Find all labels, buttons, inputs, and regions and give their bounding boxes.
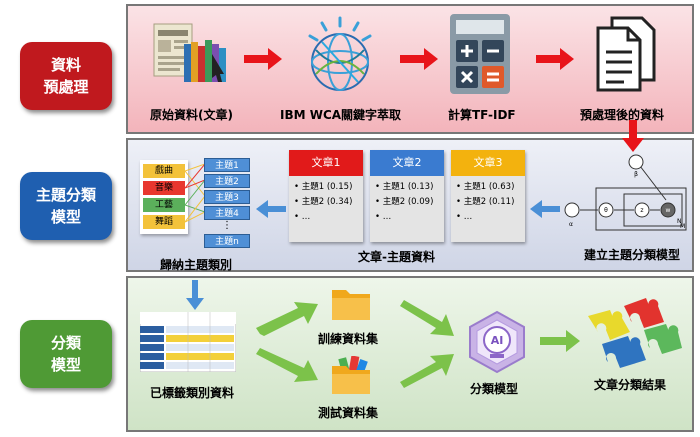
lda-node-z: z [640,207,643,214]
doc-card-2-title: 文章2 [370,150,444,176]
doc-card-1-line: • 主題1 (0.15) [294,182,353,192]
topic-0: 主題1 [204,158,250,172]
doc-card-1-line: • 主題2 (0.34) [294,197,353,207]
train-folder-icon [332,290,370,320]
stage-classify-label: 分類模型 [20,320,112,388]
doc-card-2-line: • … [375,212,392,222]
category-2: 工藝 [143,198,185,212]
category-1: 音樂 [143,181,185,195]
test-folder-icon [332,356,370,394]
doc-card-3-line: • 主題1 (0.63) [456,182,515,192]
model-caption: 建立主題分類模型 [584,248,681,262]
arrow-2 [400,48,438,70]
train-caption: 訓練資料集 [318,332,379,346]
wca-caption: IBM WCA關鍵字萃取 [280,108,402,122]
stage-topic-label: 主題分類模型 [20,172,112,240]
raw-docs-caption: 原始資料(文章) [150,108,233,122]
arrow-1 [244,48,282,70]
puzzle-icon [588,298,682,368]
induce-caption: 歸納主題類別 [160,258,233,272]
result-caption: 文章分類結果 [594,378,667,392]
arrow-train-model [400,300,454,336]
lda-node-w: w [666,207,671,214]
labeled-caption: 已標籤類別資料 [150,386,235,400]
topic-3: 主題4 [204,206,250,220]
tfidf-caption: 計算TF-IDF [448,108,516,122]
category-0: 戲曲 [143,164,185,178]
ai-label: AI [491,334,504,347]
ai-model-icon: AI [469,310,525,374]
arrow-down-blue [186,280,204,310]
topic-2: 主題3 [204,190,250,204]
arrow-down-red [622,120,644,152]
doc-card-2-line: • 主題2 (0.09) [375,197,434,207]
doc-card-3-title: 文章3 [451,150,525,176]
topic-1: 主題2 [204,174,250,188]
topic-mapping-lines [185,163,205,223]
watson-globe-icon [308,16,372,91]
test-caption: 測試資料集 [318,406,379,420]
topic-n: 主題n [204,234,250,248]
doc-card-1: 文章1 • 主題1 (0.15) • 主題2 (0.34) • … [289,150,363,242]
arrow-left-model [530,200,560,218]
doc-card-3-line: • 主題2 (0.11) [456,197,515,207]
stage-preprocess-label: 資料預處理 [20,42,112,110]
arrow-down-test [256,348,318,382]
processed-caption: 預處理後的資料 [580,108,665,122]
doc-card-1-line: • … [294,212,311,222]
arrow-test-model [400,354,454,388]
labeled-table-icon [140,312,236,372]
arrow-up-train [256,302,318,336]
lda-node-theta: θ [604,207,608,214]
doc-topic-caption: 文章-主題資料 [358,250,435,264]
topic-ellipsis: ⋮ [222,220,232,231]
model-classify-caption: 分類模型 [470,382,519,396]
newspaper-books-icon [153,23,226,82]
doc-card-3-line: • … [456,212,473,222]
doc-card-2-line: • 主題1 (0.13) [375,182,434,192]
arrow-model-result [540,330,580,352]
doc-card-1-title: 文章1 [289,150,363,176]
documents-icon [596,16,656,92]
arrow-3 [536,48,574,70]
lda-node-alpha: α [569,221,573,228]
calculator-icon [450,14,510,94]
lda-plate-n: N [677,218,682,225]
lda-node-beta: β [634,171,638,178]
doc-card-2: 文章2 • 主題1 (0.13) • 主題2 (0.09) • … [370,150,444,242]
lda-plate-diagram: α θ z w β N M [564,154,687,231]
doc-card-3: 文章3 • 主題1 (0.63) • 主題2 (0.11) • … [451,150,525,242]
category-3: 舞蹈 [143,215,185,229]
lda-plate-m: M [680,223,685,230]
arrow-left-topics [256,200,286,218]
